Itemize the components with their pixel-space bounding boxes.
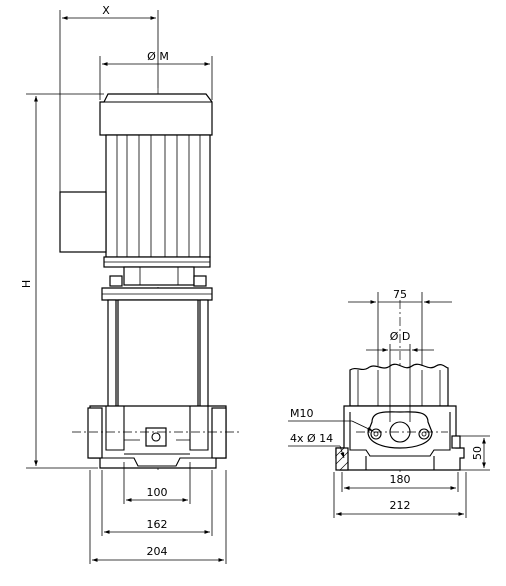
- label-75: 75: [393, 288, 407, 301]
- foot-step-right: [451, 435, 461, 449]
- drain-plug: [145, 427, 167, 447]
- leader-m10: [351, 420, 374, 432]
- label-dia-d: Ø D: [390, 330, 411, 343]
- side-view: X Ø M H 100 162 204: [20, 4, 240, 564]
- label-m10: M10: [290, 407, 314, 420]
- pump-sleeve: [117, 299, 199, 411]
- label-212: 212: [390, 499, 411, 512]
- foot-section-left: [335, 447, 349, 471]
- outlet-flange: [211, 407, 227, 459]
- label-holes: 4x Ø 14: [290, 432, 333, 445]
- motor-fins: [116, 135, 201, 257]
- label-dia-m: Ø M: [147, 50, 169, 63]
- oval-flange: [367, 411, 433, 449]
- bolt-hole-right: [418, 428, 430, 440]
- label-x: X: [102, 4, 110, 17]
- inlet-flange: [87, 407, 103, 459]
- end-view: 75 Ø D M10 4x Ø 14 50 180 212: [288, 288, 490, 518]
- terminal-box: [59, 191, 107, 253]
- label-162: 162: [147, 518, 168, 531]
- leader-holes: [339, 445, 345, 459]
- label-204: 204: [147, 545, 168, 558]
- label-50: 50: [471, 446, 484, 460]
- motor-cap: [99, 93, 213, 136]
- label-180: 180: [390, 473, 411, 486]
- broken-section: [349, 363, 449, 407]
- coupling: [123, 266, 195, 286]
- bolt-hole-left: [370, 428, 382, 440]
- label-h: H: [20, 280, 33, 288]
- label-100: 100: [147, 486, 168, 499]
- motor-body: [105, 134, 211, 258]
